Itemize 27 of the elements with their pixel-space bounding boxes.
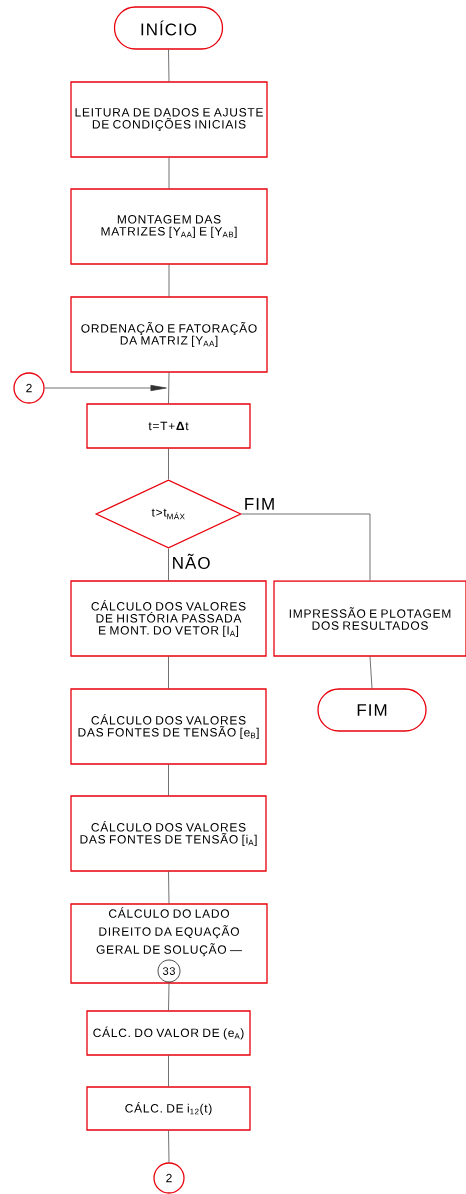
connector-line xyxy=(168,764,169,796)
process-box: CÁLC. DO VALOR DE (e$_{A}$) xyxy=(86,1010,251,1056)
edge-label: NÃO xyxy=(170,552,212,570)
process-box: IMPRESSÃO E PLOTAGEM DOS RESULTADOS xyxy=(273,580,466,657)
connector-line xyxy=(168,372,170,404)
connector-line xyxy=(168,1055,169,1087)
connector-line xyxy=(168,983,170,1011)
connector-line xyxy=(168,264,170,297)
process-box: LEITURA DE DADOS E AJUSTE DE CONDIÇÕES INICIAIS xyxy=(70,81,268,158)
edge-label: FIM xyxy=(242,497,277,511)
connector-line xyxy=(168,49,170,82)
connector-line xyxy=(168,656,169,689)
connector-line xyxy=(241,513,371,581)
process-box: CÁLC. DE i$_{12}$(t) xyxy=(86,1086,251,1131)
process-box: CÁLCULO DOS VALORES DAS FONTES DE TENSÃO [e$_{B}$] xyxy=(70,688,267,765)
connector-line xyxy=(168,1130,170,1163)
arrow xyxy=(44,384,167,392)
connector-line xyxy=(369,656,373,689)
connector-line xyxy=(168,548,169,581)
connector-line xyxy=(168,871,170,904)
connector-line xyxy=(168,448,169,480)
process-box: CÁLCULO DOS VALORES DAS FONTES DE TENSÃO [i$_{A}$] xyxy=(70,795,267,872)
process-box: t=T+Δt xyxy=(86,403,251,449)
process-box: ORDENAÇÃO E FATORAÇÃO DA MATRIZ [Y$_{AA}$] xyxy=(70,296,268,373)
process-box: MONTAGEM DAS MATRIZES [Y$_{AA}$] E [Y$_{AB}$] xyxy=(70,188,268,265)
connector-line xyxy=(168,157,170,189)
process-box: CÁLCULO DOS VALORES DE HISTÓRIA PASSADA E MONT. DO VETOR [I$_{A}$] xyxy=(70,580,267,657)
